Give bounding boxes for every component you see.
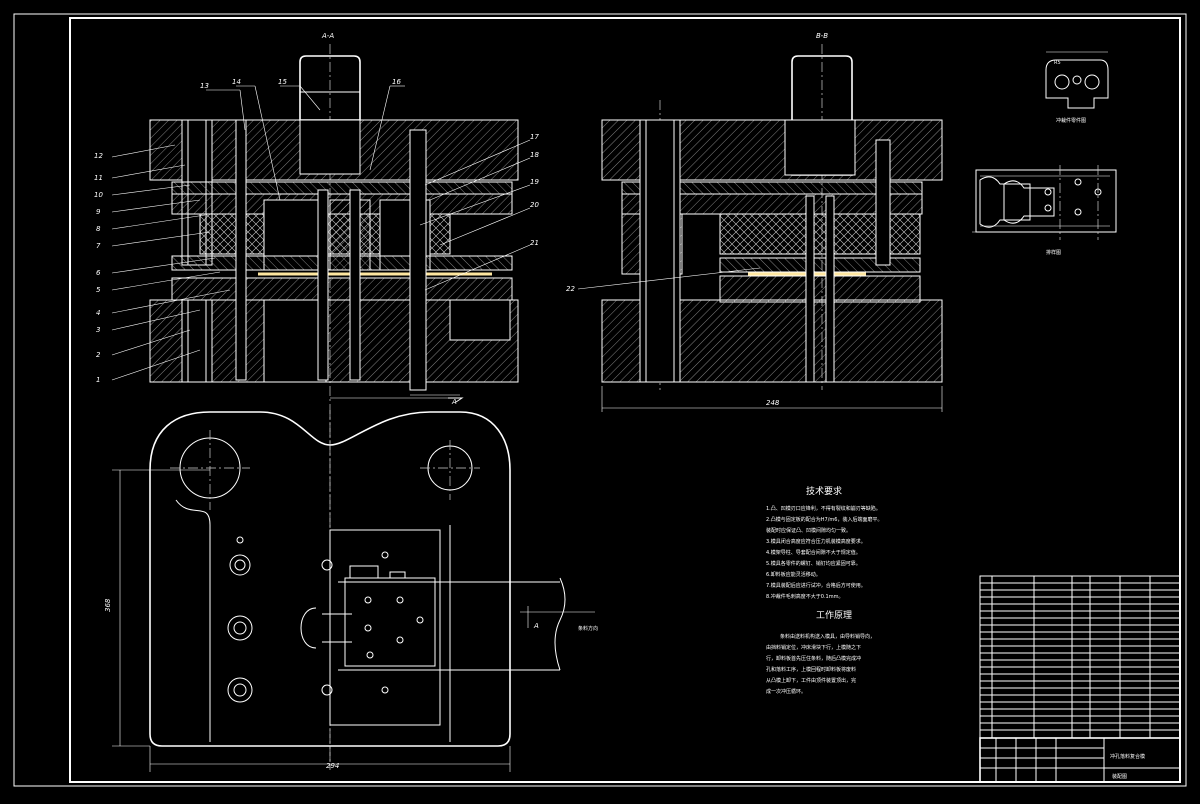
tech-req-line: 1.凸、凹模刃口应锋利，不得有裂纹和崩刃等缺陷。 xyxy=(766,505,881,512)
callout-22: 22 xyxy=(566,285,575,293)
work-principle-line: 由挡料销定位，冲床滑块下行，上模随之下 xyxy=(766,644,861,651)
callouts-top: 13 14 15 16 xyxy=(200,78,405,201)
dim-plan-width: 294 xyxy=(326,762,339,770)
title-block-name: 冲孔落料复合模 xyxy=(1110,753,1145,760)
tech-req-line: 8.冲裁件毛刺高度不大于0.1mm。 xyxy=(766,593,843,600)
callout-20: 20 xyxy=(530,201,539,209)
callout-13: 13 xyxy=(200,82,209,90)
title-block: 冲孔落料复合模 装配图 xyxy=(979,737,1181,783)
tech-requirements: 技术要求 1.凸、凹模刃口应锋利，不得有裂纹和崩刃等缺陷。 2.凸模与固定板的配… xyxy=(766,485,882,600)
layout-view-title: 排样图 xyxy=(1046,249,1061,256)
callout-6: 6 xyxy=(96,269,101,277)
callout-9: 9 xyxy=(96,208,101,216)
strip-direction-label: 条料方向 xyxy=(578,625,598,632)
callout-3: 3 xyxy=(96,326,100,334)
callout-17: 17 xyxy=(530,133,539,141)
view-arrow-a-top: A xyxy=(451,398,457,406)
callout-11: 11 xyxy=(94,174,103,182)
view-arrow-a-side: A xyxy=(533,622,539,630)
work-principle-line: 孔和落料工序，上模回程时卸料板将废料 xyxy=(766,666,856,673)
sheet-outer-border xyxy=(13,13,1187,787)
product-detail-view: R5 冲裁件零件图 xyxy=(1045,51,1109,124)
callout-5: 5 xyxy=(96,286,101,294)
work-principle-line: 成一次冲压循环。 xyxy=(766,688,806,695)
work-principle: 工作原理 条料由送料机构送入模具，由导料销导向， 由挡料销定位，冲床滑块下行，上… xyxy=(766,609,875,695)
callout-2: 2 xyxy=(96,351,101,359)
callout-7: 7 xyxy=(96,242,101,250)
callout-12: 12 xyxy=(94,152,103,160)
section-bb-view: B-B 248 22 xyxy=(566,32,943,412)
callout-21: 21 xyxy=(530,239,539,247)
product-dims: R5 xyxy=(1054,60,1061,66)
callout-1: 1 xyxy=(96,376,100,384)
callout-19: 19 xyxy=(530,178,539,186)
tech-req-line: 6.卸料板应能灵活移动。 xyxy=(766,571,821,578)
work-principle-line: 从凸模上卸下，工件由顶件装置顶出，完 xyxy=(766,677,856,684)
section-aa-view: A-A xyxy=(94,32,539,770)
callout-10: 10 xyxy=(94,191,103,199)
tech-req-line: 3.模具闭合高度应符合压力机装模高度要求。 xyxy=(766,538,866,545)
product-view-title: 冲裁件零件图 xyxy=(1056,117,1086,124)
callout-4: 4 xyxy=(96,309,100,317)
tech-req-line: 装配时应保证凸、凹模间隙均匀一致。 xyxy=(766,527,851,534)
dim-bb-width: 248 xyxy=(766,399,780,407)
tech-req-line: 7.模具装配后应进行试冲，合格后方可使用。 xyxy=(766,582,866,589)
callout-16: 16 xyxy=(392,78,401,86)
plan-holes xyxy=(227,536,333,703)
section-bb-label: B-B xyxy=(816,32,828,40)
work-principle-line: 条料由送料机构送入模具，由导料销导向， xyxy=(780,633,875,640)
dim-plan-height: 368 xyxy=(104,598,112,612)
callouts-right: 17 18 19 20 21 xyxy=(419,133,539,291)
parts-list xyxy=(979,575,1181,739)
section-aa-label: A-A xyxy=(321,32,334,40)
tech-req-title: 技术要求 xyxy=(806,485,842,497)
tech-req-line: 4.模架导柱、导套配合间隙不大于规定值。 xyxy=(766,549,861,556)
tech-req-line: 5.模具各零件的螺钉、销钉均应紧固可靠。 xyxy=(766,560,861,567)
plan-punch-holes xyxy=(364,551,424,694)
tech-req-line: 2.凸模与固定板的配合为H7/m6，装入后端面磨平。 xyxy=(766,516,882,523)
callout-14: 14 xyxy=(232,78,241,86)
sheet-inner-border xyxy=(69,17,1181,783)
plan-view: A 条料方向 368 294 xyxy=(104,410,598,772)
callouts-left: 12 11 10 9 8 7 6 5 4 3 2 1 xyxy=(94,144,231,384)
title-block-subtitle: 装配图 xyxy=(1112,773,1127,780)
layout-detail-view: 排样图 xyxy=(972,165,1117,256)
callout-18: 18 xyxy=(530,151,539,159)
work-principle-line: 行，卸料板首先压住条料，随后凸模完成冲 xyxy=(766,655,861,662)
callout-15: 15 xyxy=(278,78,287,86)
work-principle-title: 工作原理 xyxy=(816,609,852,621)
callout-8: 8 xyxy=(96,225,101,233)
